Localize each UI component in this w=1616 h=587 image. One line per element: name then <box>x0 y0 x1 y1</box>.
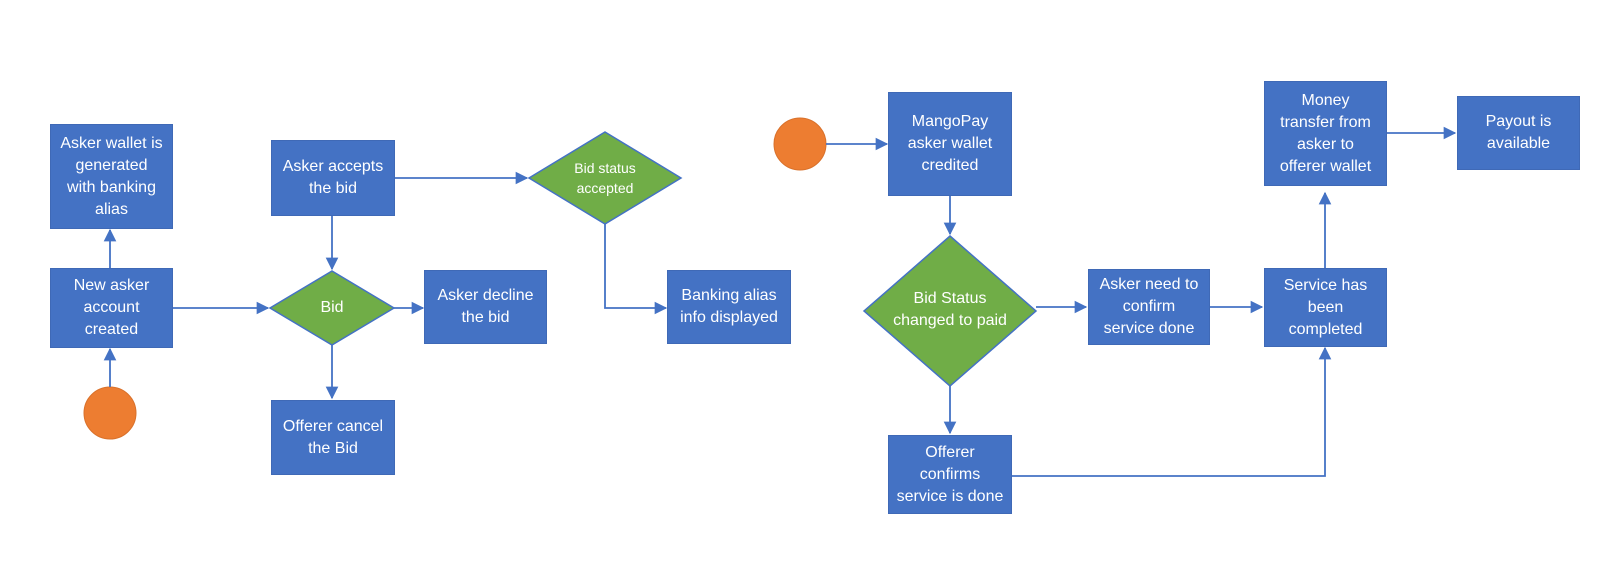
bid-status-paid-label: Bid Status changed to paid <box>893 290 1007 329</box>
asker-wallet-generated-label: Asker wallet is generated with banking a… <box>60 134 163 218</box>
money-transfer-box: Money transfer from asker to offerer wal… <box>1264 81 1387 186</box>
offerer-confirms-service-label: Offerer confirms service is done <box>896 443 1004 505</box>
start-node-flow2 <box>773 117 827 171</box>
new-asker-account-label: New asker account created <box>73 277 150 338</box>
connector-offerer-confirms-to-completed <box>1012 346 1332 477</box>
start-node-flow1 <box>83 386 137 440</box>
offerer-cancel-bid-box: Offerer cancel the Bid <box>271 400 395 475</box>
asker-decline-bid-box: Asker decline the bid <box>424 270 547 344</box>
asker-confirm-service-label: Asker need to confirm service done <box>1099 276 1199 337</box>
bid-decision-label: Bid <box>320 299 344 316</box>
connector-status-accepted-to-banking-alias <box>604 224 668 315</box>
new-asker-account-box: New asker account created <box>50 268 173 348</box>
asker-accepts-bid-box: Asker accepts the bid <box>271 140 395 216</box>
service-completed-box: Service has been completed <box>1264 268 1387 347</box>
money-transfer-label: Money transfer from asker to offerer wal… <box>1279 91 1372 175</box>
payout-available-box: Payout is available <box>1457 96 1580 170</box>
asker-wallet-generated-box: Asker wallet is generated with banking a… <box>50 124 173 229</box>
offerer-confirms-service-box: Offerer confirms service is done <box>888 435 1012 514</box>
asker-decline-bid-label: Asker decline the bid <box>437 287 534 326</box>
service-completed-label: Service has been completed <box>1283 276 1368 338</box>
offerer-cancel-bid-label: Offerer cancel the Bid <box>282 417 384 457</box>
banking-alias-displayed-box: Banking alias info displayed <box>667 270 791 344</box>
banking-alias-displayed-label: Banking alias info displayed <box>680 287 778 326</box>
asker-confirm-service-box: Asker need to confirm service done <box>1088 269 1210 345</box>
bid-status-accepted-label: Bid status accepted <box>574 160 636 196</box>
payout-available-label: Payout is available <box>1485 113 1552 152</box>
mangopay-credited-box: MangoPay asker wallet credited <box>888 92 1012 196</box>
mangopay-credited-label: MangoPay asker wallet credited <box>907 113 993 174</box>
asker-accepts-bid-label: Asker accepts the bid <box>282 158 384 197</box>
